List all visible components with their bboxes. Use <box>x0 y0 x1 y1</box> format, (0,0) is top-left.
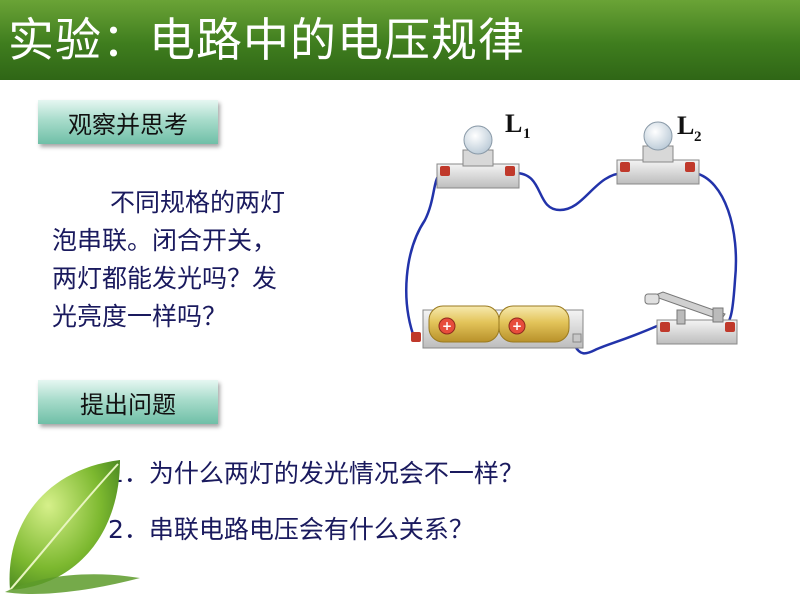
switch-handle <box>644 293 660 305</box>
wire-battery-lamp1 <box>405 173 441 341</box>
wire-lamp1-lamp2 <box>514 171 626 212</box>
lamp-1-terminal-left <box>440 166 450 176</box>
lamp-2-label: L <box>677 111 694 140</box>
lamp-2 <box>616 121 700 185</box>
switch-terminal-right <box>725 322 735 332</box>
raise-question-label: 提出问题 <box>38 380 218 424</box>
lamp-2-terminal-right <box>685 162 695 172</box>
battery-terminal-right <box>572 333 582 343</box>
paragraph-line: 光亮度一样吗？ <box>52 302 228 331</box>
battery-cell-1-plus-symbol: + <box>442 319 452 333</box>
paragraph-line: 两灯都能发光吗？发 <box>52 264 278 293</box>
switch-blade <box>651 291 726 321</box>
lamp-1-bulb <box>463 125 493 155</box>
battery-cell-2-plus-icon <box>508 317 526 335</box>
lamp-1-terminal-right <box>505 166 515 176</box>
lamp-1-label: L <box>505 109 522 138</box>
leaf-vein <box>9 463 119 591</box>
paragraph-line: 泡串联。闭合开关， <box>52 226 278 255</box>
wire-switch-battery <box>573 324 658 355</box>
lamp-1 <box>436 125 520 189</box>
leaf-decoration-icon <box>5 460 140 595</box>
lamp-2-subscript: 2 <box>694 129 702 145</box>
battery-terminal-left <box>411 332 421 342</box>
question-item-2: 2．串联电路电压会有什么关系？ <box>108 515 474 544</box>
switch-terminal-left <box>660 322 670 332</box>
observe-think-label: 观察并思考 <box>38 100 218 144</box>
observe-think-label-text: 观察并思考 <box>68 110 188 139</box>
switch-base <box>656 319 738 345</box>
lamp-1-subscript: 1 <box>523 126 531 142</box>
slide-title: 实验：电路中的电压规律 <box>8 13 525 67</box>
battery-cell-1-plus-icon <box>438 317 456 335</box>
wire-lamp2-switch <box>694 171 738 328</box>
knife-switch <box>644 291 738 345</box>
battery-pack: + + <box>411 305 584 349</box>
switch-hinge <box>676 309 686 325</box>
circuit-wires <box>405 171 738 355</box>
title-bar: 实验：电路中的电压规律 <box>0 0 800 80</box>
lamp-2-terminal-left <box>620 162 630 172</box>
lamp-2-bulb <box>643 121 673 151</box>
observation-paragraph: 不同规格的两灯 泡串联。闭合开关， 两灯都能发光吗？发 光亮度一样吗？ <box>52 184 352 336</box>
question-item-1: 1．为什么两灯的发光情况会不一样？ <box>108 459 524 488</box>
circuit-diagram: L 1 L 2 + + <box>405 109 738 355</box>
switch-clip <box>712 307 724 323</box>
raise-question-label-text: 提出问题 <box>80 390 176 419</box>
battery-cell-2-plus-symbol: + <box>512 319 522 333</box>
paragraph-line: 不同规格的两灯 <box>110 188 286 217</box>
leaf-small <box>5 574 140 595</box>
